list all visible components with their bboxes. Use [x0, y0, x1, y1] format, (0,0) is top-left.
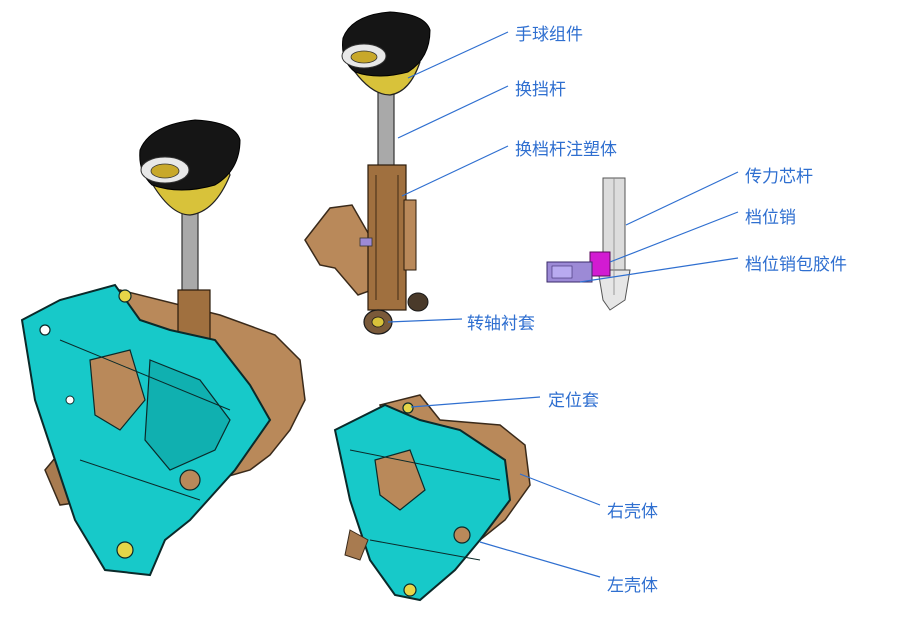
core-rod-illustration: [546, 177, 631, 311]
label-right-housing: 右壳体: [607, 502, 658, 522]
leader-left-housing: [479, 541, 601, 578]
assembly-lever-molding: [177, 289, 211, 341]
leader-locating-sleeve: [410, 396, 541, 408]
leader-core-rod: [625, 171, 739, 226]
lever-molding-body: [367, 164, 407, 311]
housing-pair-illustration: [333, 394, 531, 602]
leader-right-housing: [519, 473, 601, 506]
leader-lever: [397, 85, 509, 139]
housing-cyan-left: [333, 403, 512, 602]
detent-pin-part: [589, 251, 611, 277]
lever-bracket: [304, 204, 376, 296]
leader-detent-pin: [609, 211, 739, 263]
lever-exploded-illustration: [304, 11, 431, 335]
leader-lever-molding: [401, 145, 509, 197]
label-left-housing: 左壳体: [607, 576, 658, 596]
leader-detent-pin-overmold: [579, 257, 739, 283]
label-detent-pin: 档位销: [745, 208, 796, 228]
label-detent-pin-overmold: 档位销包胶件: [745, 255, 847, 275]
full-assembly-illustration: [20, 119, 306, 577]
label-pivot-bushing: 转轴衬套: [467, 314, 535, 334]
assembly-shaft: [181, 204, 199, 296]
label-locating-sleeve: 定位套: [548, 391, 599, 411]
label-shift-lever: 换挡杆: [515, 80, 566, 100]
label-knob-assembly: 手球组件: [515, 25, 583, 45]
leader-knob: [407, 31, 509, 79]
leader-lines: [387, 31, 739, 578]
label-core-rod: 传力芯杆: [745, 167, 813, 187]
leader-pivot-bushing: [387, 318, 463, 323]
label-lever-molding: 换档杆注塑体: [515, 140, 617, 160]
